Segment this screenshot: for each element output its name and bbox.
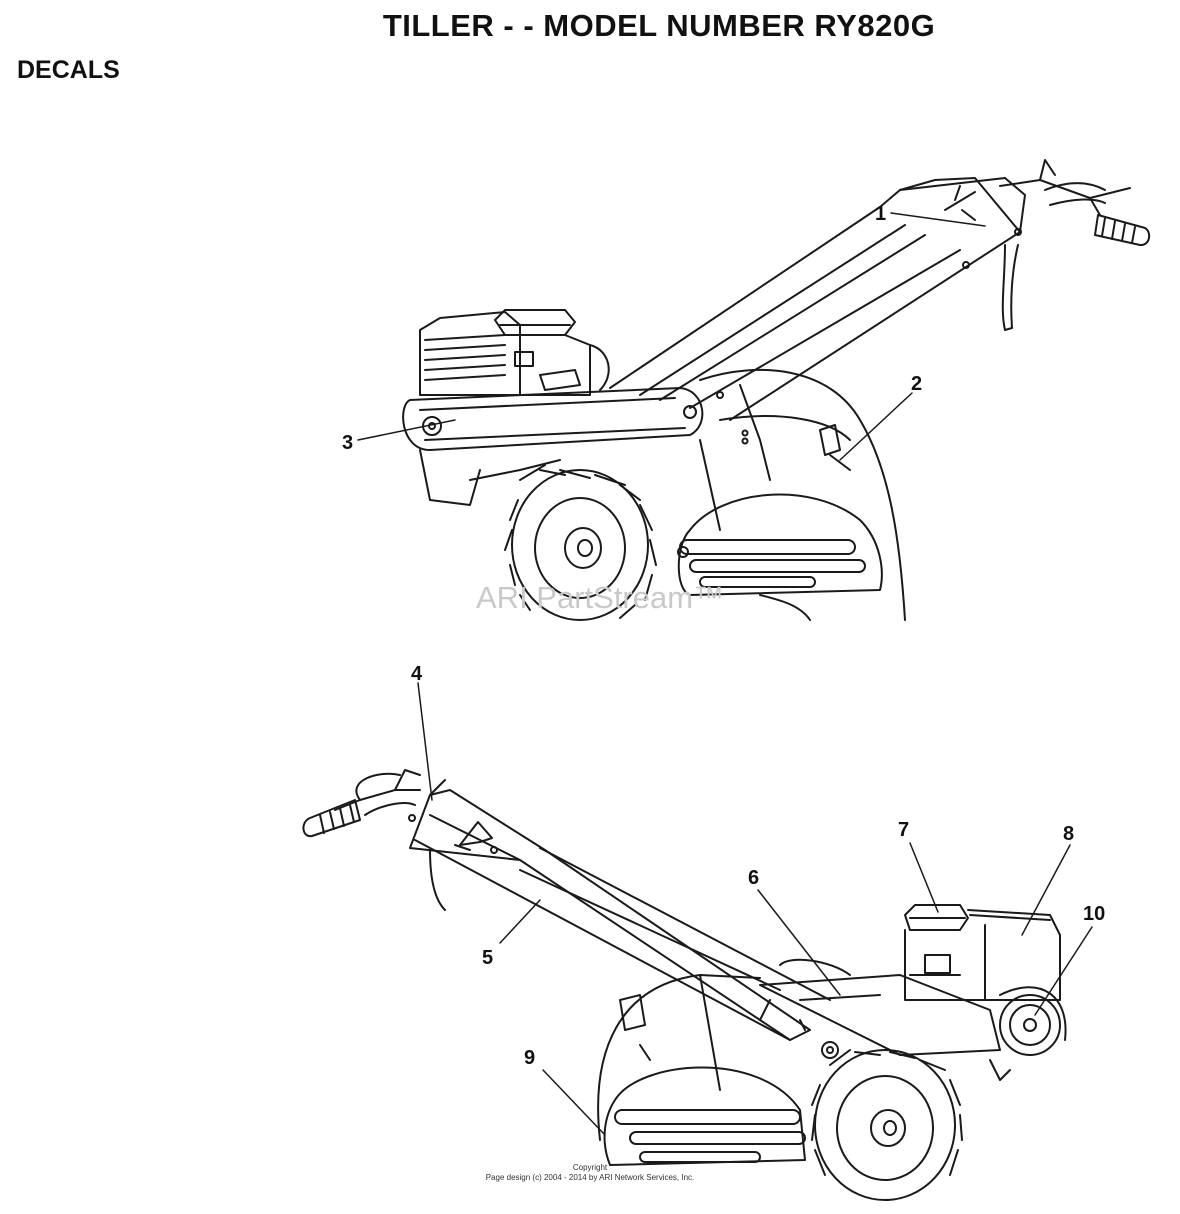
callout-5: 5 (482, 947, 493, 969)
section-heading: DECALS (17, 56, 120, 84)
belt-guard-top (402, 387, 704, 451)
tine-shield-top (677, 493, 883, 621)
frame-bottom (759, 958, 1011, 1081)
callout-1: 1 (875, 203, 886, 225)
callout-3: 3 (342, 432, 353, 454)
footer-copyright: Copyright (572, 1163, 608, 1172)
wheel-top (504, 464, 657, 621)
callout-9: 9 (524, 1047, 535, 1069)
callout-6: 6 (748, 867, 759, 889)
leader-lines (357, 212, 1093, 1136)
callout-2: 2 (911, 373, 922, 395)
tine-hood-bottom (597, 974, 761, 1141)
handlebar-bottom (302, 769, 831, 1041)
callout-7: 7 (898, 819, 909, 841)
handlebar-top (609, 159, 1151, 421)
callout-4: 4 (411, 663, 423, 685)
watermark: ARI PartStream™ (476, 580, 725, 615)
wheel-bottom (811, 1049, 963, 1201)
footer: Copyright Page design (c) 2004 - 2014 by… (440, 1163, 740, 1183)
tine-hood-top (419, 369, 906, 621)
engine-top (419, 309, 610, 396)
page-title: TILLER - - MODEL NUMBER RY820G (382, 8, 936, 43)
callout-10: 10 (1083, 903, 1105, 925)
callout-8: 8 (1063, 823, 1074, 845)
engine-bottom (904, 904, 1067, 1056)
tiller-left-view (302, 769, 1067, 1201)
tine-shield-bottom (603, 1066, 806, 1166)
footer-design: Page design (c) 2004 - 2014 by ARI Netwo… (485, 1173, 695, 1182)
tiller-right-view (402, 159, 1151, 621)
